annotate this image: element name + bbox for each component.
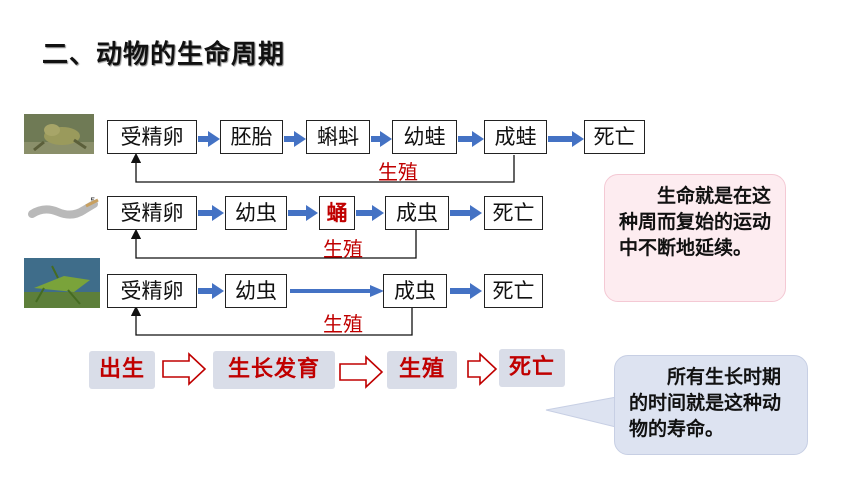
loop-label: 生殖 (323, 237, 363, 261)
locust-photo (24, 258, 100, 308)
summary-stage-death: 死亡 (499, 349, 565, 387)
page-title: 二、动物的生命周期 (42, 40, 286, 70)
note-life-cycle: 生命就是在这种周而复始的运动中不断地延续。 (604, 174, 786, 302)
stage-box: 胚胎 (220, 120, 283, 154)
note-lifespan: 所有生长时期的时间就是这种动物的寿命。 (614, 355, 808, 455)
stage-box: 成虫 (383, 274, 447, 308)
stage-box: 死亡 (584, 120, 645, 154)
stage-box: 幼虫 (225, 196, 287, 230)
stage-box: 成蛙 (484, 120, 547, 154)
silkworm-photo: 5 (24, 192, 100, 226)
summary-stage-birth: 出生 (89, 351, 155, 389)
stage-box: 蝌蚪 (306, 120, 370, 154)
stage-box: 死亡 (484, 274, 543, 308)
stage-box: 受精卵 (107, 120, 197, 154)
note-lifespan-text: 所有生长时期的时间就是这种动物的寿命。 (629, 366, 782, 440)
loop-label: 生殖 (323, 312, 363, 336)
frog-photo (24, 114, 94, 154)
note-life-cycle-text: 生命就是在这种周而复始的运动中不断地延续。 (619, 185, 772, 259)
stage-box: 幼蛙 (392, 120, 457, 154)
stage-box: 成虫 (385, 196, 449, 230)
stage-box: 死亡 (484, 196, 543, 230)
stage-box: 受精卵 (107, 196, 197, 230)
summary-stage-reproduction: 生殖 (387, 351, 457, 389)
loop-label: 生殖 (378, 160, 418, 184)
stage-box: 受精卵 (107, 274, 197, 308)
stage-box: 蛹 (319, 196, 355, 230)
summary-stage-growth: 生长发育 (213, 351, 335, 389)
stage-box: 幼虫 (225, 274, 287, 308)
